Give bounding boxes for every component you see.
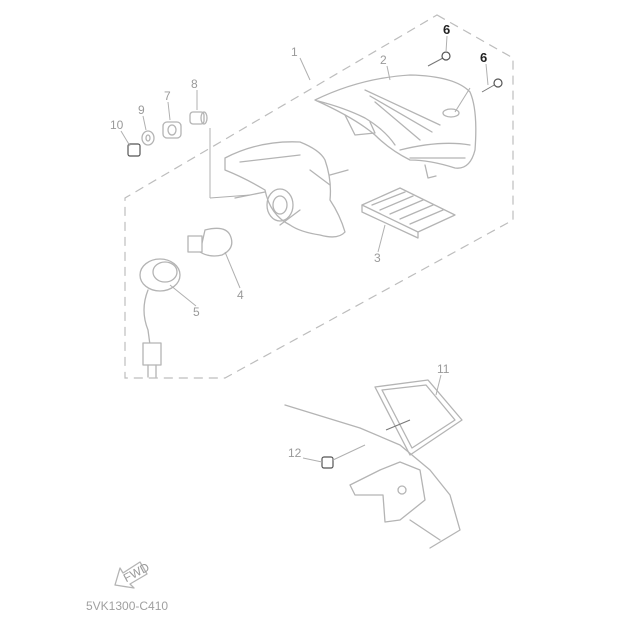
label-part-7: 7 (164, 89, 171, 103)
label-part-4: 4 (237, 288, 244, 302)
part-12-nut (321, 456, 334, 469)
part-3-reflector (361, 187, 456, 239)
part-4-bulb (187, 227, 233, 257)
label-part-5: 5 (193, 305, 200, 319)
label-part-11: 11 (437, 362, 450, 376)
label-part-8: 8 (191, 77, 198, 91)
leader-lines (120, 35, 489, 463)
part-9-washer (141, 130, 155, 146)
part-2-lens (314, 74, 477, 179)
part-1-housing (224, 141, 349, 238)
assembly-outline (124, 14, 514, 379)
fwd-arrow-icon: FWD (114, 560, 152, 589)
label-part-6b: 6 (480, 50, 487, 65)
label-part-6a: 6 (443, 22, 450, 37)
part-7-collar (162, 121, 182, 139)
label-part-3: 3 (374, 251, 381, 265)
label-part-2: 2 (380, 53, 387, 67)
label-part-12: 12 (288, 446, 302, 460)
part-10-nut (127, 143, 141, 157)
label-part-10: 10 (110, 118, 124, 132)
fwd-label: FWD (121, 560, 152, 585)
part-6-screw-a (427, 51, 451, 67)
label-part-9: 9 (138, 103, 145, 117)
part-6-screw-b (481, 78, 503, 93)
part-11-reflector (374, 379, 463, 456)
diagram-code: 5VK1300-C410 (86, 599, 168, 613)
part-8-grommet (189, 111, 208, 125)
label-part-1: 1 (291, 45, 298, 59)
mounting-bracket (284, 404, 461, 549)
part-5-socket (139, 258, 181, 378)
